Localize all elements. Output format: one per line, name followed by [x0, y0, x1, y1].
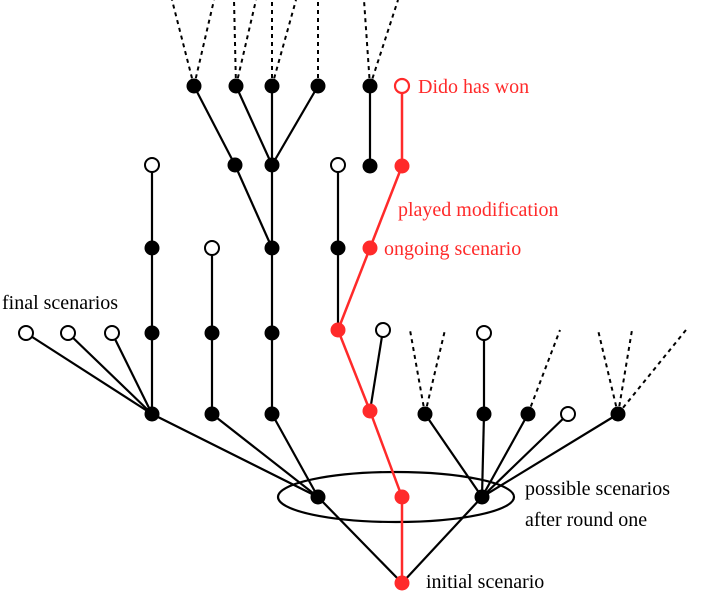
ongoing-path-nodes [330, 158, 410, 591]
dido-won-label: Dido has won [418, 76, 529, 98]
after-round-one-label: after round one [525, 509, 647, 531]
final-scenarios-label: final scenarios [2, 292, 118, 314]
dotted-continuations [171, 0, 687, 415]
initial-scenario-label: initial scenario [426, 571, 544, 593]
scenario-nodes [144, 78, 626, 505]
ongoing-scenario-label: ongoing scenario [384, 238, 521, 260]
played-modification-label: played modification [398, 199, 559, 221]
round-one-ellipse [276, 470, 516, 524]
possible-scenarios-label: possible scenarios [525, 478, 670, 500]
tree-edges [25, 85, 619, 584]
ongoing-path [336, 86, 404, 583]
dido-won-node [393, 77, 411, 95]
final-scenario-nodes [18, 157, 576, 422]
